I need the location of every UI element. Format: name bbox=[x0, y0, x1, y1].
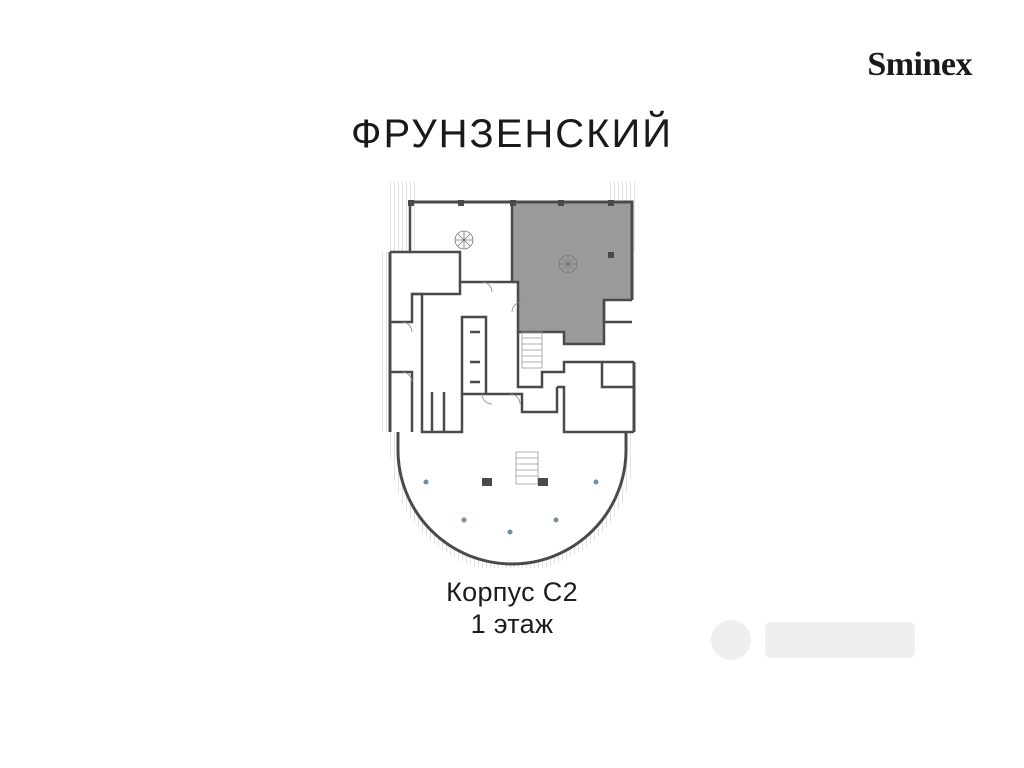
doors bbox=[401, 281, 523, 405]
terrace-left bbox=[382, 252, 390, 432]
terrace-top-left bbox=[388, 182, 418, 252]
building-label: Корпус С2 bbox=[446, 577, 578, 607]
watermark-logo bbox=[711, 620, 915, 660]
stair-core bbox=[515, 331, 543, 485]
sminex-logo: Sminex bbox=[867, 46, 972, 83]
columns bbox=[408, 200, 614, 486]
glazing-points bbox=[423, 479, 599, 535]
outer-walls bbox=[388, 200, 636, 566]
highlighted-unit[interactable] bbox=[512, 202, 632, 344]
spiral-stair-icon bbox=[454, 230, 578, 274]
plan-caption: Корпус С2 1 этаж bbox=[0, 576, 1024, 640]
floor-plan[interactable] bbox=[382, 182, 642, 568]
floor-label: 1 этаж bbox=[470, 609, 554, 639]
terrace-arc bbox=[390, 432, 634, 568]
project-title: ФРУНЗЕНСКИЙ bbox=[351, 112, 673, 156]
